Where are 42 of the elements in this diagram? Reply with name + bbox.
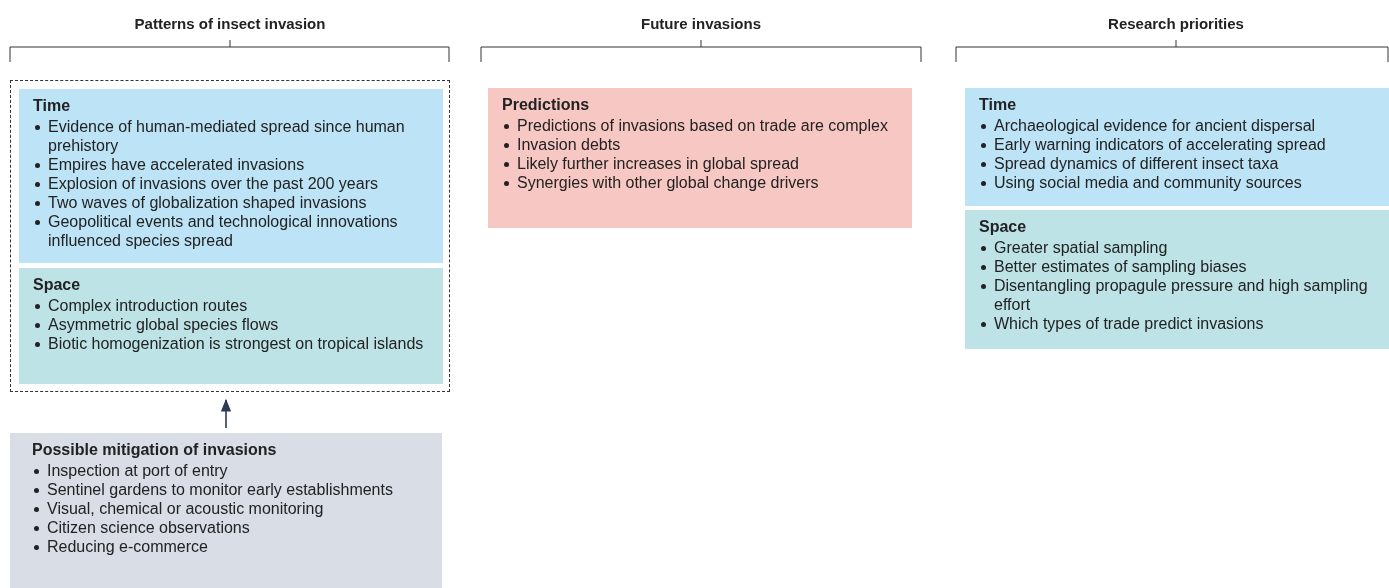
bullet-text: Invasion debts xyxy=(517,136,621,153)
bullet-text: Biotic homogenization is strongest on tropical islands xyxy=(48,335,424,352)
box-heading: Predictions xyxy=(502,96,591,114)
bullet-text: Disentangling propagule pressure and high sampling effort xyxy=(994,277,1368,313)
info-box xyxy=(19,89,443,263)
bullet-text: Archaeological evidence for ancient dispersal xyxy=(994,117,1316,134)
bullet-text: Likely further increases in global spread xyxy=(517,155,799,172)
box-heading: Space xyxy=(33,276,82,294)
bullet-text: Explosion of invasions over the past 200 years xyxy=(48,175,378,192)
bullet-text: Inspection at port of entry xyxy=(47,462,228,479)
bullet-text: Spread dynamics of different insect taxa xyxy=(994,155,1279,172)
bullet-text: Asymmetric global species flows xyxy=(48,316,279,333)
bullet-text: Better estimates of sampling biases xyxy=(994,258,1247,275)
column-heading: Future invasions xyxy=(640,15,762,32)
bullet-text: Synergies with other global change drivers xyxy=(517,174,819,191)
bullet-text: Early warning indicators of accelerating spread xyxy=(994,136,1326,153)
column-heading: Research priorities xyxy=(1107,15,1245,32)
bullet-text: Two waves of globalization shaped invasions xyxy=(48,194,367,211)
bullet-text: Predictions of invasions based on trade are complex xyxy=(517,117,888,134)
box-heading: Time xyxy=(33,97,72,115)
bullet-text: Complex introduction routes xyxy=(48,297,248,314)
bullet-text: Reducing e-commerce xyxy=(47,538,208,555)
column-heading: Patterns of insect invasion xyxy=(133,15,327,32)
box-heading: Space xyxy=(979,218,1028,236)
info-box xyxy=(965,88,1389,206)
bullet-text: Greater spatial sampling xyxy=(994,239,1168,256)
bullet-text: Sentinel gardens to monitor early establishments xyxy=(47,481,393,498)
bullet-text: Visual, chemical or acoustic monitoring xyxy=(47,500,324,517)
bullet-text: Which types of trade predict invasions xyxy=(994,315,1264,332)
info-box xyxy=(488,88,912,228)
arrow xyxy=(220,398,232,429)
info-box xyxy=(10,433,442,588)
box-heading: Time xyxy=(979,96,1018,114)
bullet-text: Citizen science observations xyxy=(47,519,250,536)
dashed-frame xyxy=(10,80,450,392)
bullet-text: Geopolitical events and technological innovations influenced species spread xyxy=(48,213,398,249)
bullet-text: Empires have accelerated invasions xyxy=(48,156,305,173)
info-box xyxy=(19,268,443,384)
bullet-text: Evidence of human-mediated spread since human prehistory xyxy=(48,118,405,154)
bullet-text: Using social media and community sources xyxy=(994,174,1302,191)
box-heading: Possible mitigation of invasions xyxy=(32,441,278,459)
info-box xyxy=(965,210,1389,349)
